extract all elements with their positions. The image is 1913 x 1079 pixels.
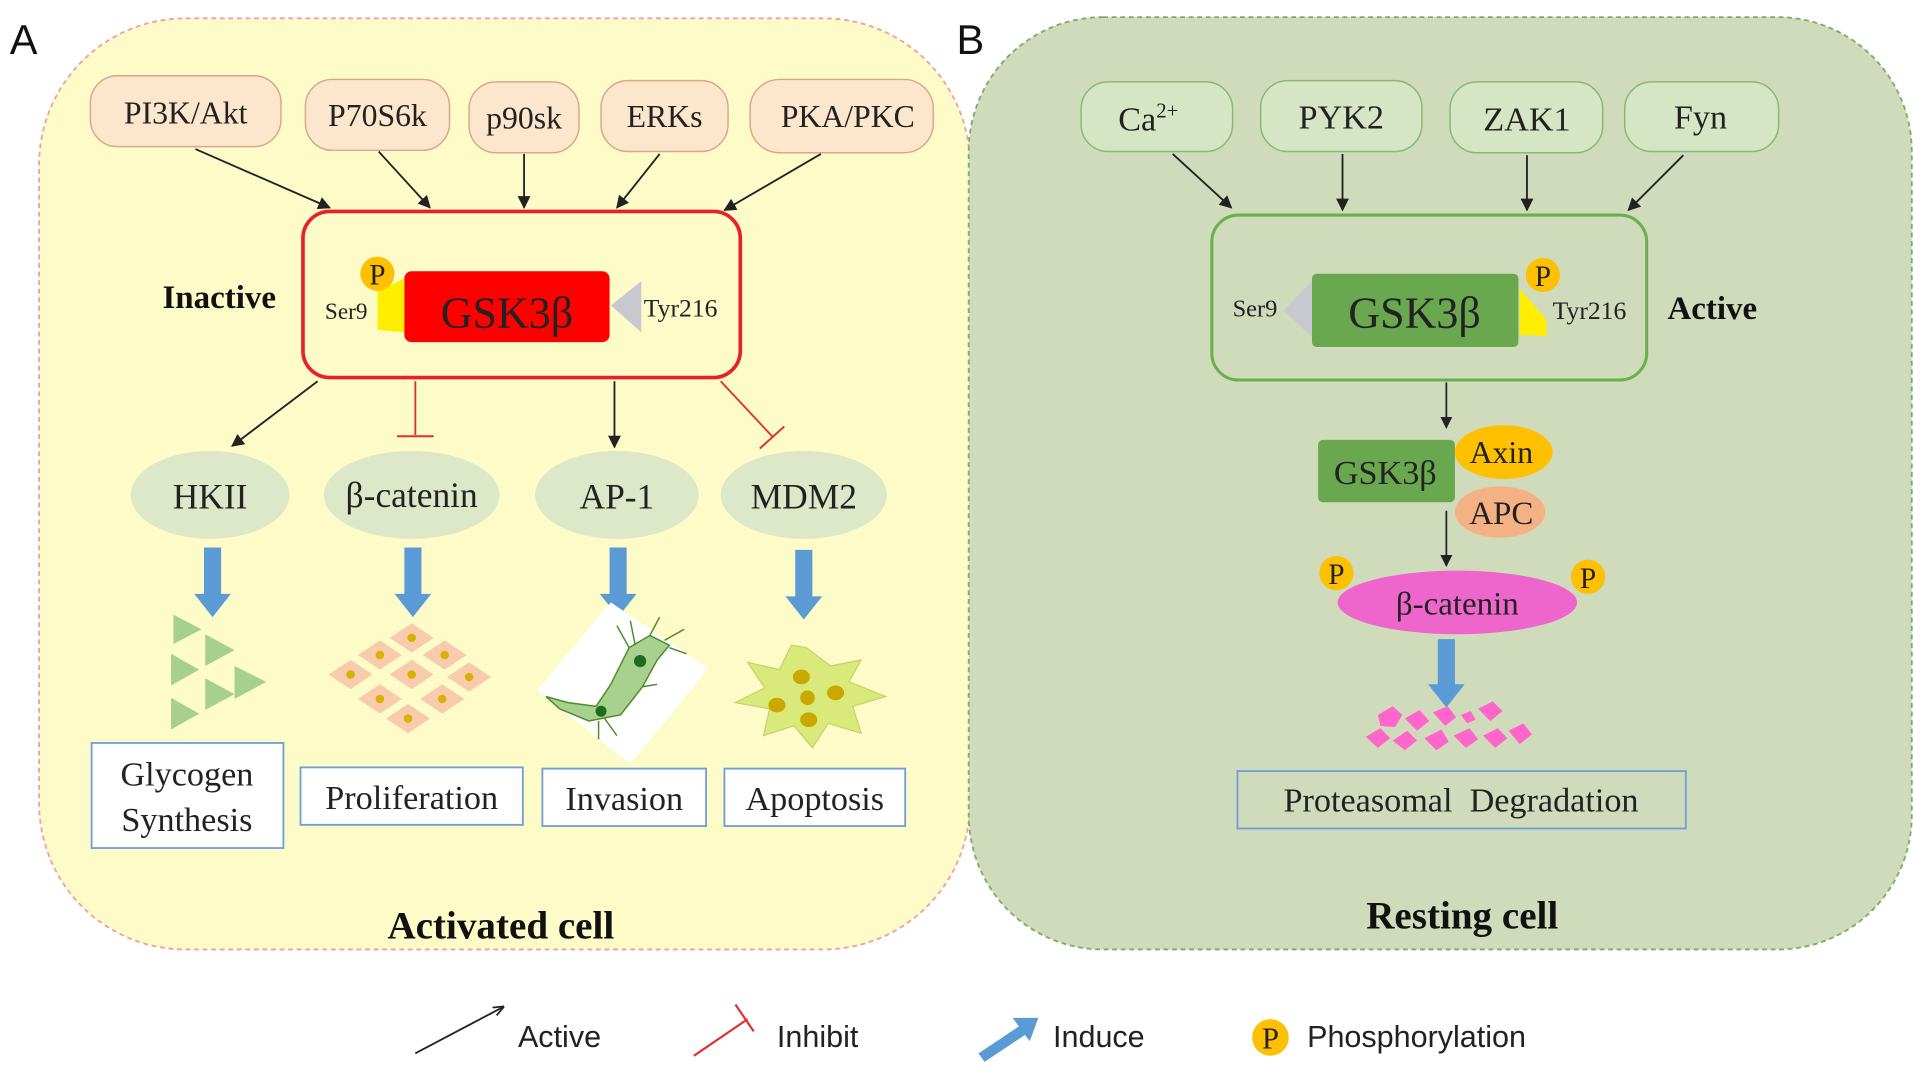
svg-text:P: P	[1328, 559, 1344, 591]
target-mdm2: MDM2	[720, 450, 887, 539]
activation-arrows-b	[1172, 153, 1684, 212]
activation-arrows-a	[195, 148, 822, 211]
proteasomal-degradation-label: Proteasomal Degradation	[1284, 782, 1639, 819]
legend-phosphorylation-icon	[1252, 1019, 1289, 1056]
svg-text:P: P	[1580, 563, 1596, 595]
outcome-glycogen-synthesis: Glycogen Synthesis	[90, 742, 285, 849]
svg-text:PKA/PKC: PKA/PKC	[781, 99, 915, 134]
svg-text:ZAK1: ZAK1	[1483, 102, 1570, 139]
activated-cell-title: Activated cell	[387, 904, 614, 947]
svg-text:APC: APC	[1469, 496, 1533, 532]
destruction-complex: GSK3β Axin APC	[1318, 425, 1553, 538]
ser9-label-a: Ser9	[325, 299, 368, 325]
svg-text:MDM2: MDM2	[751, 476, 857, 516]
axin	[1454, 425, 1553, 480]
outcome-proteasomal-degradation	[1236, 770, 1687, 830]
outcome-apoptosis: Apoptosis	[723, 767, 907, 827]
induce-arrow-b	[1428, 639, 1465, 708]
ser9-label-b: Ser9	[1233, 295, 1278, 322]
upstream-kinase-pi3k-akt: PI3K/Akt	[89, 75, 282, 148]
upstream-calcium: Ca2+	[1080, 81, 1234, 153]
gsk3b-active-enzyme	[1311, 273, 1519, 348]
svg-text:p90sk: p90sk	[486, 100, 562, 135]
tyr216-label-a: Tyr216	[644, 293, 718, 322]
svg-text:GSK3β: GSK3β	[1334, 455, 1437, 492]
target-hkii: HKII	[130, 450, 290, 539]
svg-text:P70S6k: P70S6k	[328, 98, 427, 133]
invasion-cell-icon	[537, 602, 709, 764]
svg-text:PYK2: PYK2	[1299, 99, 1384, 136]
svg-text:P: P	[1535, 261, 1551, 293]
phospho-tyr216-b	[1525, 257, 1560, 293]
svg-text:Glycogen: Glycogen	[120, 757, 253, 794]
panel-b-letter: B	[956, 16, 984, 63]
ser9-site-b	[1283, 281, 1312, 338]
phospho-ser9-a	[360, 256, 395, 291]
svg-text:P: P	[369, 260, 385, 292]
proliferation-cells-icon	[328, 623, 492, 734]
upstream-kinase-p90sk: p90sk	[468, 81, 580, 154]
ser9-site-a	[377, 278, 405, 333]
tyr216-site-a	[610, 281, 642, 333]
svg-text:Invasion: Invasion	[565, 781, 683, 818]
panel-a: A PI3K/Akt P70S6k p90sk ERKs PKA/PKC	[10, 16, 971, 951]
svg-text:Apoptosis: Apoptosis	[745, 781, 884, 818]
upstream-zak1: ZAK1	[1449, 81, 1604, 154]
target-ap1: AP-1	[535, 450, 699, 539]
svg-text:ERKs: ERKs	[627, 99, 703, 134]
complex-gsk3b	[1318, 439, 1455, 503]
gsk3b-inactive-label: GSK3β	[441, 288, 573, 337]
tyr216-label-b: Tyr216	[1553, 296, 1627, 325]
svg-text:Ca2+: Ca2+	[1118, 99, 1178, 138]
outcome-invasion: Invasion	[541, 767, 707, 827]
outcome-proliferation: Proliferation	[299, 766, 524, 826]
phospho-left-b	[1319, 555, 1354, 591]
gsk3b-active-label: GSK3β	[1348, 288, 1480, 337]
target-beta-catenin-a: β-catenin	[323, 450, 500, 539]
gsk3b-inactive-enzyme	[404, 271, 610, 343]
tyr216-site-b	[1519, 288, 1547, 337]
regulation-lines-a	[231, 380, 785, 450]
svg-text:β-catenin: β-catenin	[346, 475, 478, 515]
legend-active-label: Active	[518, 1020, 601, 1054]
degraded-fragments-icon	[1365, 701, 1532, 751]
induce-arrows-a	[194, 547, 823, 620]
glycogen-triangles-icon	[171, 614, 267, 730]
svg-text:Synthesis: Synthesis	[121, 802, 252, 839]
svg-text:Axin: Axin	[1470, 435, 1534, 470]
svg-text:P: P	[1262, 1021, 1279, 1055]
svg-text:PI3K/Akt: PI3K/Akt	[124, 95, 248, 130]
upstream-fyn: Fyn	[1623, 81, 1780, 153]
legend-inhibit-icon	[693, 1003, 755, 1057]
upstream-pyk2: PYK2	[1259, 79, 1423, 153]
legend-induce-label: Induce	[1053, 1020, 1145, 1054]
svg-text:AP-1: AP-1	[580, 476, 655, 516]
legend: Active Inhibit Induce P Phosphorylation	[414, 1003, 1526, 1062]
beta-catenin-phosphorylated	[1337, 570, 1578, 635]
legend-active-arrow-icon	[414, 1007, 503, 1055]
panel-a-letter: A	[10, 16, 38, 63]
svg-text:HKII: HKII	[173, 476, 248, 516]
apc	[1454, 486, 1546, 538]
svg-text:Fyn: Fyn	[1674, 99, 1727, 136]
active-label: Active	[1667, 291, 1757, 327]
resting-cell-title: Resting cell	[1366, 895, 1558, 938]
beta-catenin-label-b: β-catenin	[1396, 587, 1519, 623]
legend-inhibit-label: Inhibit	[777, 1020, 859, 1054]
phospho-right-b	[1570, 559, 1606, 594]
svg-text:Proliferation: Proliferation	[325, 780, 498, 817]
inactive-label: Inactive	[162, 280, 276, 316]
panel-b: B Ca2+ PYK2 ZAK1 Fyn GSK3β P	[956, 16, 1913, 951]
upstream-kinase-p70s6k: P70S6k	[304, 78, 451, 152]
upstream-kinase-erks: ERKs	[600, 79, 729, 153]
legend-induce-arrow-icon	[978, 1017, 1039, 1062]
upstream-kinase-pka-pkc: PKA/PKC	[749, 78, 935, 154]
legend-phosphorylation-label: Phosphorylation	[1307, 1020, 1526, 1054]
apoptosis-cell-icon	[733, 644, 888, 749]
